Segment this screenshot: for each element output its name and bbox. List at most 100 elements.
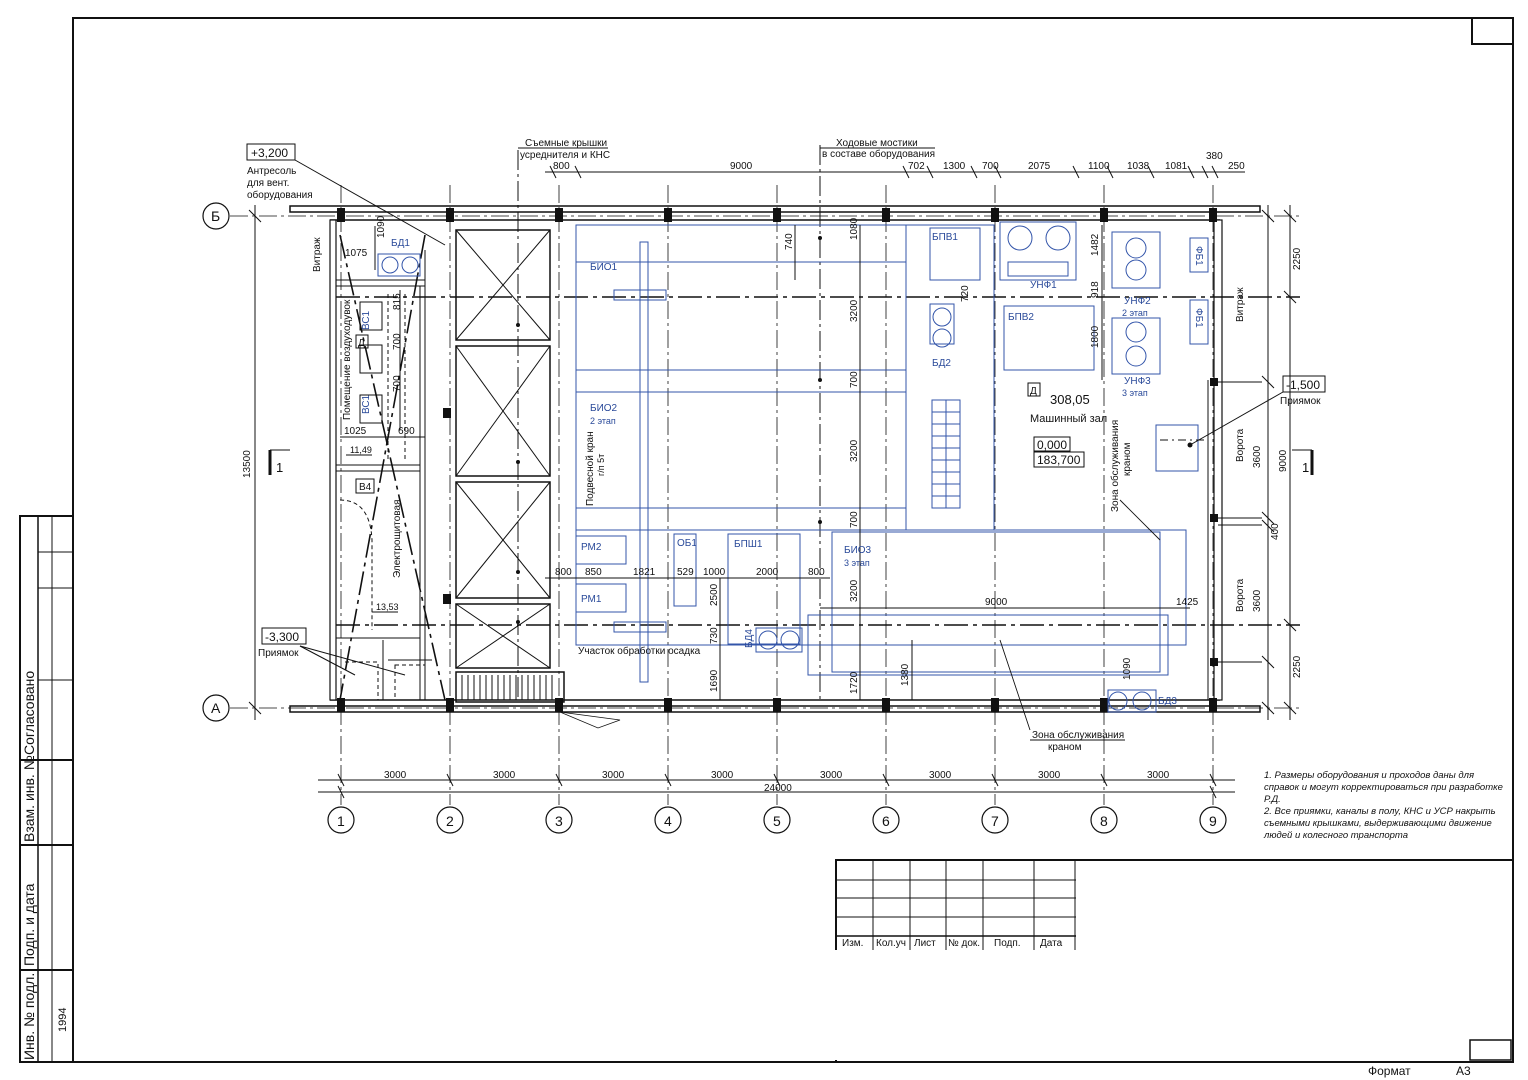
svg-text:2 этап: 2 этап	[1122, 308, 1148, 318]
side-label-sign: Подп. и дата	[21, 883, 37, 966]
svg-text:3000: 3000	[929, 770, 952, 781]
svg-text:3200: 3200	[849, 439, 860, 462]
svg-text:БД3: БД3	[1158, 696, 1177, 707]
elev-zero: 0,000	[1037, 438, 1067, 452]
svg-text:3000: 3000	[602, 770, 625, 781]
svg-text:краном: краном	[1048, 742, 1082, 753]
svg-text:1821: 1821	[633, 567, 656, 578]
svg-text:815: 815	[392, 293, 403, 310]
svg-text:Электрощитовая: Электрощитовая	[392, 500, 403, 578]
svg-text:850: 850	[585, 567, 602, 578]
svg-text:11,49: 11,49	[350, 445, 372, 455]
svg-text:РМ2: РМ2	[581, 542, 602, 553]
svg-text:740: 740	[784, 233, 795, 250]
svg-text:1075: 1075	[345, 248, 368, 259]
top-dimensions: 800 9000 702 1300 700 2075 1100 1038 108…	[545, 151, 1245, 179]
sheet-number-box	[1471, 17, 1514, 45]
format-label: Формат	[1368, 1064, 1411, 1078]
axis-label-4: 4	[664, 813, 672, 829]
svg-text:ОБ1: ОБ1	[677, 538, 697, 549]
svg-text:БД2: БД2	[932, 358, 951, 369]
svg-text:2075: 2075	[1028, 161, 1051, 172]
svg-text:оборудования: оборудования	[247, 189, 313, 201]
left-dimensions: 13500	[242, 205, 262, 720]
elev-abs: 183,700	[1037, 453, 1081, 467]
svg-text:700: 700	[849, 511, 860, 528]
svg-text:3 этап: 3 этап	[1122, 388, 1148, 398]
svg-text:9000: 9000	[730, 161, 753, 172]
title-col-headers: Изм. Кол.уч Лист № док. Подп. Дата	[842, 938, 1063, 949]
axis-label-6: 6	[882, 813, 890, 829]
vitrazh-left: Витраж	[312, 237, 323, 272]
svg-text:800: 800	[553, 161, 570, 172]
svg-text:Подвесной кран: Подвесной кран	[585, 431, 596, 506]
svg-text:3000: 3000	[820, 770, 843, 781]
svg-text:3000: 3000	[1038, 770, 1061, 781]
svg-text:3000: 3000	[384, 770, 407, 781]
svg-text:918: 918	[1090, 281, 1101, 298]
svg-text:Антресоль: Антресоль	[247, 166, 296, 177]
svg-text:ВС1: ВС1	[361, 394, 372, 414]
svg-text:Приямок: Приямок	[258, 648, 299, 659]
svg-text:БПВ2: БПВ2	[1008, 312, 1034, 323]
svg-text:БД1: БД1	[391, 238, 410, 249]
svg-text:Съемные крышки: Съемные крышки	[525, 138, 607, 149]
elev-pit-left: -3,300	[265, 630, 299, 644]
svg-text:БИО3: БИО3	[844, 545, 872, 556]
svg-text:Подп.: Подп.	[994, 938, 1021, 949]
crane-zone-outlines	[999, 439, 1205, 731]
svg-text:1090: 1090	[1122, 657, 1133, 680]
svg-text:усреднителя и КНС: усреднителя и КНС	[520, 150, 610, 161]
svg-text:3000: 3000	[1147, 770, 1170, 781]
elev-pit-right: -1,500	[1286, 378, 1320, 392]
format-value: А3	[1456, 1064, 1471, 1078]
svg-text:Д: Д	[1030, 386, 1037, 397]
svg-text:3200: 3200	[849, 579, 860, 602]
svg-text:ФБ1: ФБ1	[1193, 308, 1204, 328]
covered-tanks	[455, 150, 565, 703]
svg-text:700: 700	[982, 161, 999, 172]
svg-text:Д: Д	[358, 338, 365, 349]
side-label-agreed: Согласовано	[21, 671, 37, 755]
svg-text:БИО1: БИО1	[590, 262, 618, 273]
right-dimensions: 2250 3600 400 3600 2250 9000	[1252, 205, 1303, 720]
svg-text:3000: 3000	[493, 770, 516, 781]
svg-text:УНФ1: УНФ1	[1030, 280, 1057, 291]
svg-text:800: 800	[555, 567, 572, 578]
svg-text:2500: 2500	[709, 583, 720, 606]
svg-text:1000: 1000	[703, 567, 726, 578]
svg-text:№ док.: № док.	[948, 938, 980, 949]
section-markers: 1 1	[268, 449, 1314, 475]
svg-text:1090: 1090	[376, 215, 387, 238]
svg-text:для вент.: для вент.	[247, 178, 289, 189]
svg-text:702: 702	[908, 161, 925, 172]
title-block	[820, 859, 1514, 1063]
svg-text:1: 1	[276, 460, 283, 475]
svg-text:ФБ1: ФБ1	[1193, 246, 1204, 266]
svg-text:1425: 1425	[1176, 597, 1199, 608]
svg-text:690: 690	[398, 426, 415, 437]
note-1: 1. Размеры оборудования и проходов даны …	[1264, 770, 1503, 805]
svg-text:1081: 1081	[1165, 161, 1188, 172]
svg-text:краном: краном	[1122, 442, 1133, 476]
binding-strip: Согласовано Взам. инв. № Подп. и дата Ин…	[19, 515, 74, 1063]
vitrazh-right: Витраж	[1235, 287, 1246, 322]
gate-2: Ворота	[1235, 578, 1246, 612]
svg-text:1380: 1380	[900, 663, 911, 686]
crane-rails	[336, 234, 1300, 701]
elevation-tags: +3,200 Антресоль для вент. оборудования …	[246, 143, 1326, 676]
svg-text:700: 700	[392, 333, 403, 350]
gate-1: Ворота	[1235, 428, 1246, 462]
svg-text:Зона обслуживания: Зона обслуживания	[1109, 420, 1121, 512]
svg-text:1690: 1690	[709, 669, 720, 692]
interior-dimensions: 800 850 1821 529 1000 2000 800 1090 1075…	[340, 215, 1199, 700]
axis-label-a: А	[211, 700, 221, 716]
svg-text:3600: 3600	[1252, 589, 1263, 612]
svg-text:Кол.уч: Кол.уч	[876, 938, 906, 949]
svg-text:г/п 5т: г/п 5т	[596, 454, 606, 476]
svg-text:9000: 9000	[985, 597, 1008, 608]
svg-text:529: 529	[677, 567, 694, 578]
general-notes: 1. Размеры оборудования и проходов даны …	[1264, 770, 1504, 842]
svg-text:3200: 3200	[849, 299, 860, 322]
